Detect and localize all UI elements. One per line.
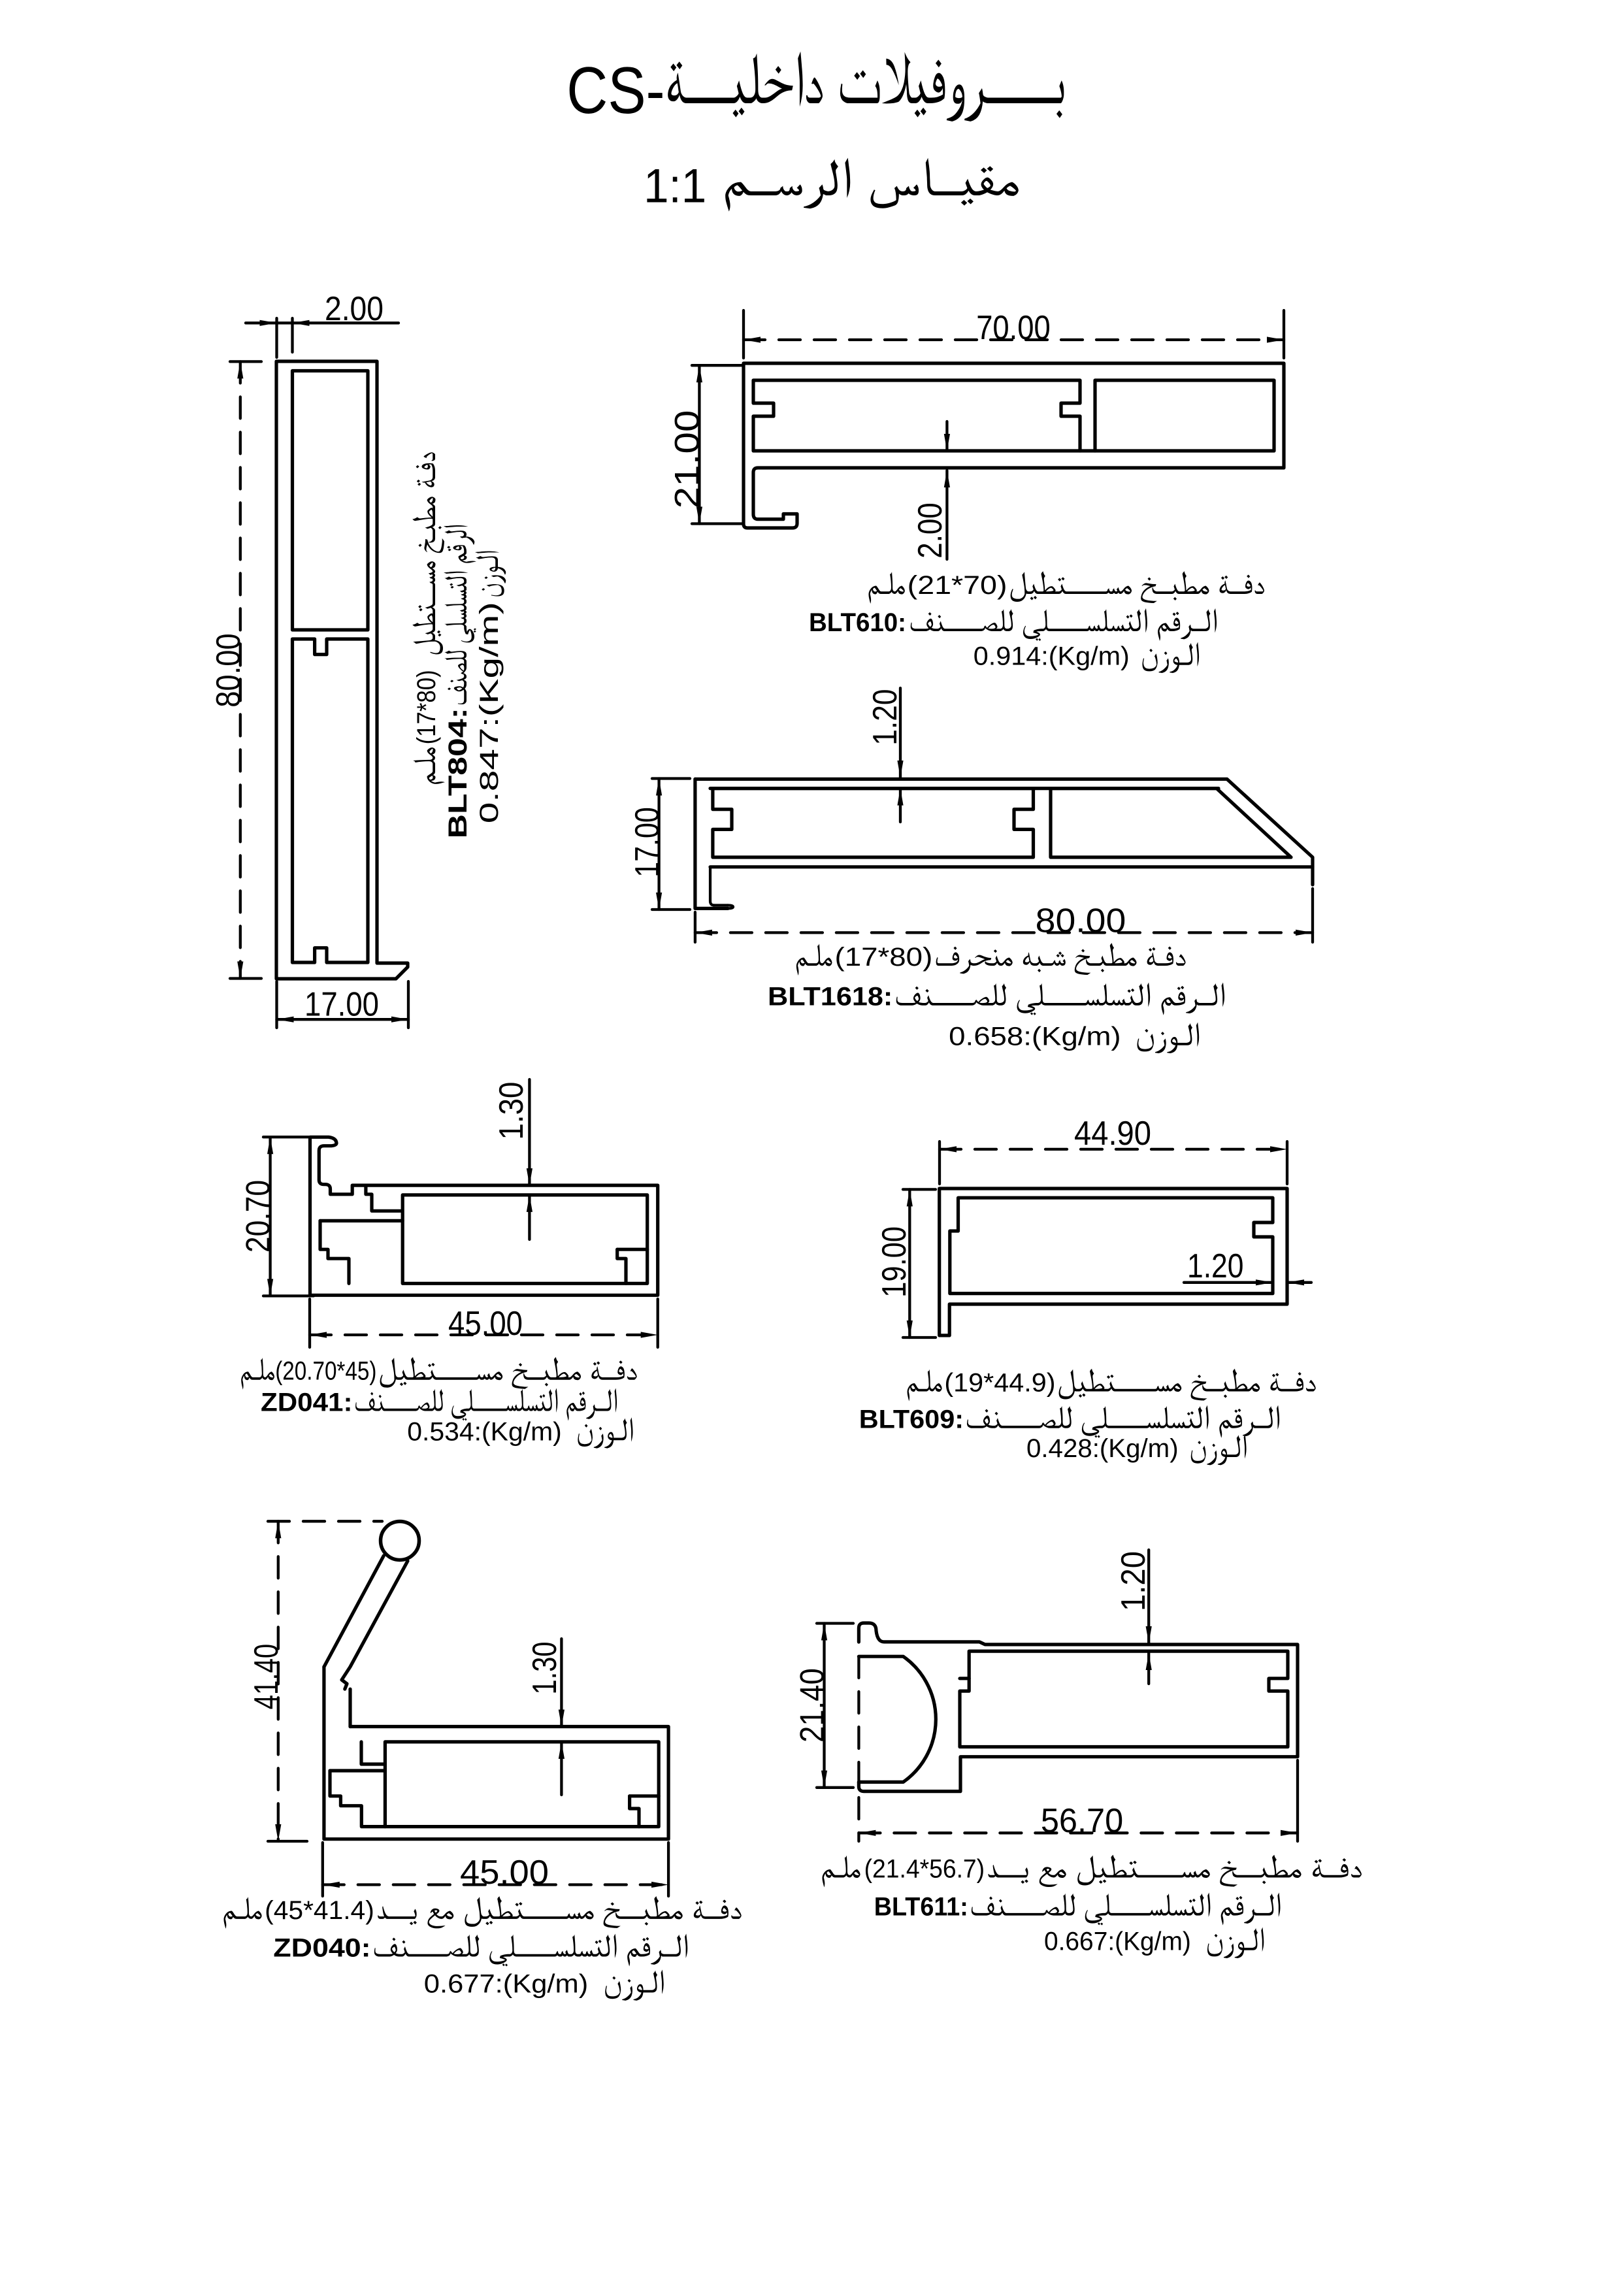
svg-text:2.00: 2.00: [325, 290, 384, 328]
svg-text:1.30: 1.30: [493, 1082, 531, 1140]
svg-text:80.00: 80.00: [210, 633, 248, 707]
svg-text:(17*80): (17*80): [835, 943, 933, 972]
svg-text:0.914:(Kg/m): 0.914:(Kg/m): [974, 642, 1130, 671]
svg-text:1:1: 1:1: [644, 159, 706, 213]
svg-text:CS-: CS-: [566, 54, 664, 127]
svg-text:0.428:(Kg/m): 0.428:(Kg/m): [1026, 1434, 1179, 1463]
svg-text:0.667:(Kg/m): 0.667:(Kg/m): [1044, 1927, 1191, 1956]
svg-text:41.40: 41.40: [248, 1644, 286, 1710]
svg-text:70.00: 70.00: [976, 309, 1051, 347]
svg-text:19.00: 19.00: [876, 1226, 913, 1298]
svg-text:21.40: 21.40: [794, 1668, 832, 1743]
svg-text:ZD041:: ZD041:: [261, 1388, 353, 1417]
svg-text:1.20: 1.20: [1187, 1247, 1244, 1285]
svg-text:(17*80): (17*80): [412, 670, 441, 744]
svg-text:BLT611:: BLT611:: [874, 1893, 968, 1922]
svg-text:20.70: 20.70: [240, 1180, 278, 1253]
svg-text:BLT610:: BLT610:: [809, 608, 906, 637]
svg-text:0.847:(Kg/m): 0.847:(Kg/m): [475, 602, 504, 823]
svg-text:ZD040:: ZD040:: [273, 1934, 370, 1963]
svg-text:(19*44.9): (19*44.9): [944, 1369, 1055, 1398]
svg-text:21.00: 21.00: [668, 410, 707, 509]
svg-text:1.30: 1.30: [526, 1642, 564, 1695]
svg-text:80.00: 80.00: [1036, 902, 1126, 940]
svg-text:BLT804:: BLT804:: [444, 708, 472, 838]
svg-text:(20.70*45): (20.70*45): [275, 1357, 376, 1386]
svg-text:0.658:(Kg/m): 0.658:(Kg/m): [949, 1023, 1121, 1051]
svg-text:0.534:(Kg/m): 0.534:(Kg/m): [407, 1417, 562, 1446]
svg-text:(21*70): (21*70): [908, 571, 1007, 600]
svg-text:1.20: 1.20: [866, 689, 904, 745]
svg-text:45.00: 45.00: [448, 1305, 523, 1343]
svg-text:0.677:(Kg/m): 0.677:(Kg/m): [424, 1970, 588, 1999]
svg-text:(21.4*56.7): (21.4*56.7): [864, 1855, 985, 1884]
svg-text:(45*41.4): (45*41.4): [265, 1896, 374, 1925]
svg-text:17.00: 17.00: [304, 986, 379, 1024]
svg-text:2.00: 2.00: [911, 502, 949, 558]
svg-text:1.20: 1.20: [1115, 1551, 1153, 1611]
svg-text:56.70: 56.70: [1041, 1802, 1123, 1840]
svg-text:BLT609:: BLT609:: [859, 1405, 964, 1434]
svg-text:44.90: 44.90: [1074, 1115, 1151, 1153]
svg-text:BLT1618:: BLT1618:: [768, 983, 892, 1011]
svg-text:45.00: 45.00: [460, 1854, 549, 1892]
svg-text:17.00: 17.00: [629, 807, 666, 877]
